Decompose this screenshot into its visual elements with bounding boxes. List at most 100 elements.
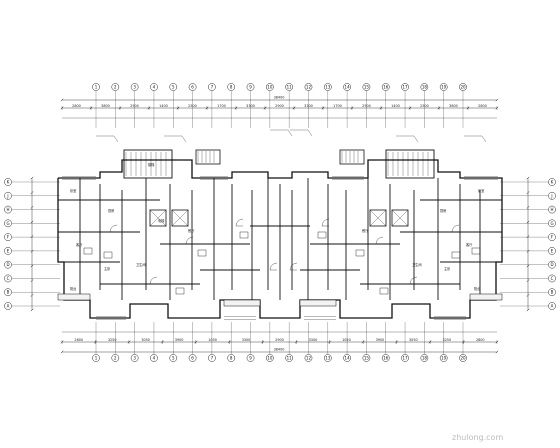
elevator-shaft	[391, 209, 409, 227]
top-axis-bubble-circle	[130, 83, 139, 91]
top-axis-bubble-circle	[439, 83, 448, 91]
top-dim-label: 2500	[130, 104, 139, 108]
bottom-axis-bubble-circle	[111, 354, 120, 362]
right-dim-tick	[526, 264, 530, 268]
elevator-shaft	[149, 209, 167, 227]
top-axis-bubble-label: 19	[441, 85, 447, 90]
top-axis-bubble-circle	[459, 83, 467, 91]
left-dim-tick	[30, 264, 34, 268]
right-axis-bubble-label: J	[550, 193, 552, 198]
bottom-axis-bubble-circle	[169, 354, 178, 362]
room-label: 客厅	[466, 242, 473, 247]
balcony-slab	[223, 299, 261, 307]
bottom-dim-label: 3900	[376, 338, 385, 342]
left-axis-bubble-circle	[4, 288, 12, 297]
fixture	[197, 249, 207, 257]
top-axis-bubble-label: 6	[191, 85, 194, 90]
left-axis-bubble-circle	[4, 205, 12, 214]
left-dim-tick	[30, 279, 34, 283]
right-dim-tick	[526, 249, 530, 253]
right-axis-bubble-circle	[548, 288, 556, 297]
bottom-axis-bubble-label: 13	[325, 356, 331, 361]
right-axis-bubble-circle	[548, 233, 556, 241]
bottom-axis-bubble-circle	[227, 354, 236, 362]
bottom-dim-label: 3250	[108, 338, 117, 342]
stair-core-left	[123, 149, 173, 179]
bottom-axis-bubble-circle	[420, 354, 429, 362]
bottom-axis-bubble-label: 12	[306, 356, 312, 361]
top-axis-bubble-label: 10	[267, 85, 273, 90]
right-axis-bubble-circle	[548, 178, 556, 186]
elevator-cross	[149, 209, 167, 227]
bottom-dim-label: 1050	[342, 338, 351, 342]
right-axis-bubble-circle	[548, 302, 556, 310]
top-axis-bubble-circle	[111, 83, 120, 91]
left-dim-tick	[30, 191, 34, 195]
room-label: 客厅	[76, 242, 83, 247]
bottom-dim-label: 2800	[74, 338, 83, 342]
left-axis-bubble-circle	[4, 260, 12, 269]
top-dim-label: 1700	[217, 104, 226, 108]
top-axis-bubble-label: 7	[211, 85, 214, 90]
top-axis-bubble-circle	[381, 83, 390, 91]
left-axis-bubble-label: E	[7, 248, 10, 253]
left-axis-bubble-label: C	[7, 276, 10, 281]
right-axis-bubble-label: F	[551, 235, 554, 240]
left-axis-bubble-circle	[4, 274, 12, 283]
top-axis-bubble-label: 3	[133, 85, 136, 90]
fixture	[379, 287, 389, 295]
room-label: 主卧	[104, 266, 111, 271]
room-label: 主卧	[444, 266, 451, 271]
right-dim-tick	[526, 220, 530, 224]
top-axis-bubble-circle	[188, 83, 197, 91]
bottom-dim-label: 3050	[409, 338, 418, 342]
stair-top-right	[339, 149, 365, 165]
fixture	[103, 251, 113, 259]
right-axis-bubble-circle	[548, 274, 556, 283]
door-swing	[269, 262, 278, 271]
room-label: 卫生间	[136, 262, 146, 267]
top-dim-label: 2900	[275, 104, 284, 108]
left-axis-bubble-circle	[4, 247, 12, 255]
top-axis-bubble-circle	[420, 83, 429, 91]
top-axis-bubble-circle	[323, 83, 332, 91]
door-swing	[409, 276, 418, 285]
left-dim-tick	[30, 235, 34, 239]
top-axis-bubble-label: 20	[460, 85, 466, 90]
bottom-axis-bubble-circle	[285, 354, 293, 362]
bottom-dim-label: 3050	[141, 338, 150, 342]
room-label: 卫生间	[412, 262, 422, 267]
left-axis-bubble-label: G	[6, 221, 9, 226]
bottom-axis-bubble-label: 2	[114, 356, 117, 361]
bottom-axis-bubble-label: 10	[267, 356, 273, 361]
door-swing	[289, 262, 298, 271]
bottom-axis-bubble-circle	[130, 354, 139, 362]
note-leader	[481, 135, 487, 143]
right-dim-tick	[526, 176, 530, 180]
right-axis-bubble-label: H	[550, 207, 553, 212]
bottom-axis-bubble-label: 3	[133, 356, 136, 361]
top-axis-bubble-label: 4	[153, 85, 156, 90]
bottom-axis-bubble-circle	[304, 354, 313, 362]
top-axis-bubble-circle	[266, 83, 274, 91]
right-axis-bubble-circle	[548, 260, 556, 269]
door-swing	[185, 236, 194, 245]
top-axis-bubble-label: 15	[364, 85, 370, 90]
top-dim-label: 3800	[449, 104, 458, 108]
bottom-axis-bubble-circle	[343, 354, 351, 362]
left-axis-bubble-circle	[4, 233, 12, 241]
bottom-dim-label: 2800	[476, 338, 485, 342]
right-axis-bubble-label: D	[550, 262, 553, 267]
right-axis-bubble-label: E	[551, 248, 554, 253]
bottom-axis-bubble-label: 9	[249, 356, 252, 361]
top-axis-bubble-label: 9	[249, 85, 252, 90]
top-axis-bubble-circle	[92, 83, 100, 91]
top-total-label: 38400	[274, 96, 285, 100]
left-axis-bubble-label: A	[7, 304, 10, 309]
left-dim-tick	[30, 308, 34, 312]
bottom-dim-label: 3300	[242, 338, 251, 342]
left-dim-tick	[30, 205, 34, 209]
top-dim-label: 3800	[101, 104, 110, 108]
bottom-axis-bubble-circle	[459, 354, 467, 362]
top-axis-bubble-label: 1	[95, 85, 98, 90]
